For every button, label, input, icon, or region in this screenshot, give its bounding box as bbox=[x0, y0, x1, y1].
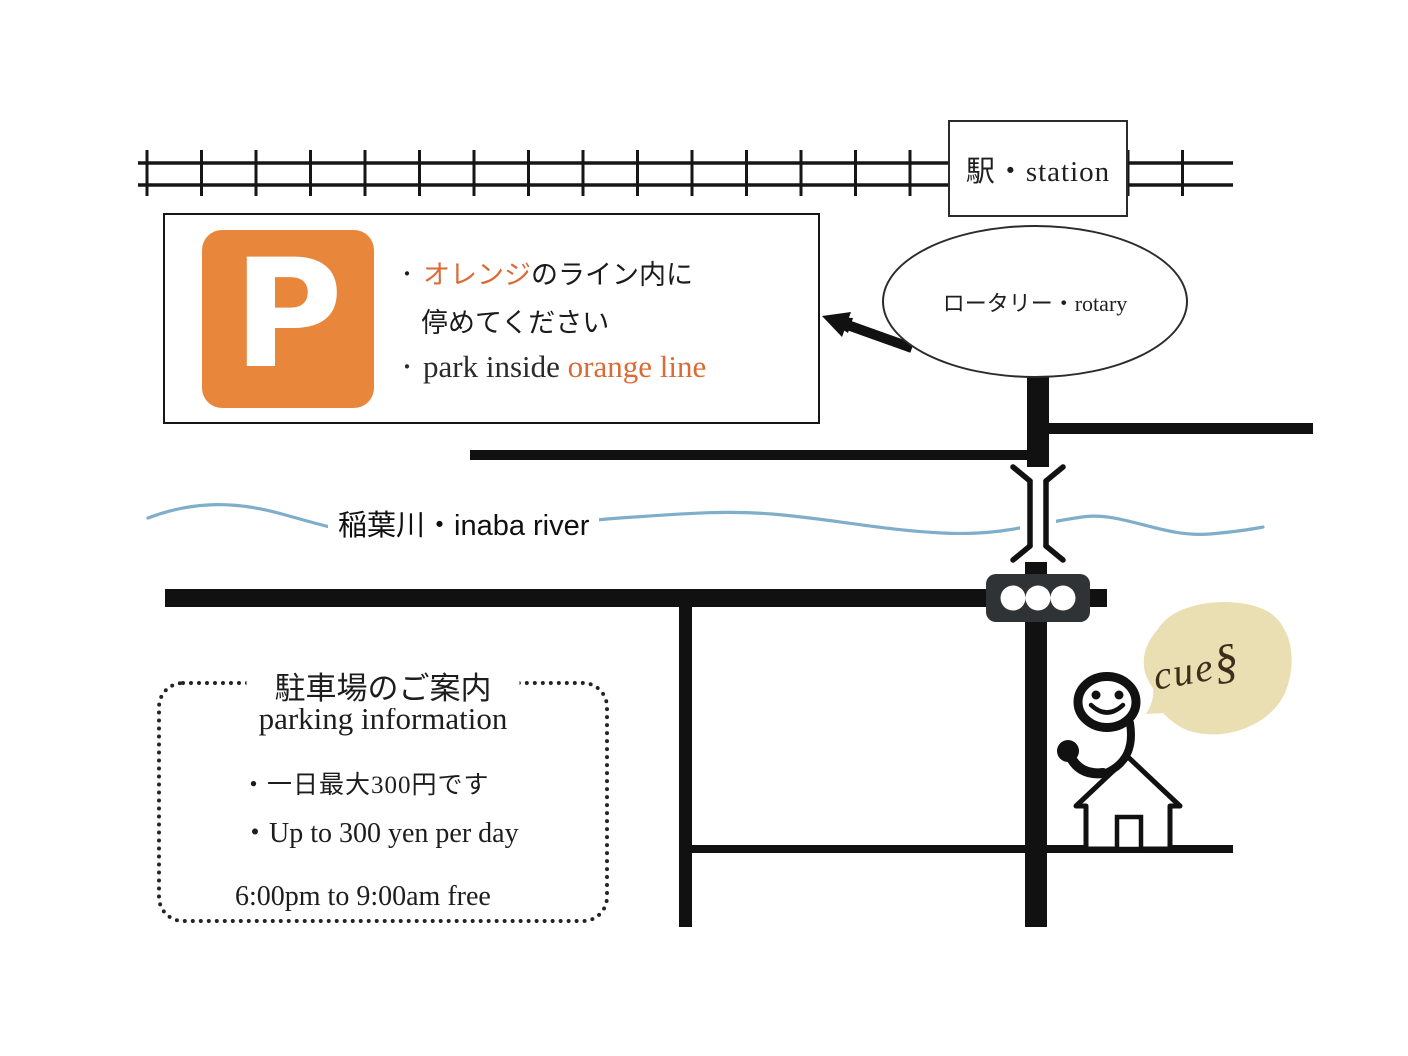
parking-sign-box: P ・オレンジのライン内に 停めてください ・park inside orang… bbox=[163, 213, 820, 424]
road-right bbox=[1048, 423, 1313, 434]
info-item-en: ・Up to 300 yen per day bbox=[241, 818, 519, 849]
road-rotary-stem bbox=[1027, 374, 1049, 467]
road-left bbox=[470, 450, 1037, 460]
rotary-ellipse: ロータリー・rotary bbox=[882, 225, 1188, 378]
river-label: 稲葉川・inaba river bbox=[328, 501, 600, 545]
bubble-label: cue bbox=[1149, 643, 1218, 699]
road-main bbox=[165, 589, 1107, 607]
parking-info-box: 駐車場のご案内 parking information ・一日最大300円です … bbox=[157, 663, 609, 923]
speech-bubble bbox=[1143, 602, 1292, 735]
river-line bbox=[146, 503, 1265, 543]
info-title-jp: 駐車場のご案内 bbox=[246, 663, 520, 708]
sign-line-3: ・ park inside orange line bbox=[397, 349, 706, 385]
bridge-icon bbox=[1010, 464, 1066, 563]
mascot-eye-left bbox=[1091, 690, 1101, 700]
mascot-smile bbox=[1088, 702, 1126, 715]
sign-line3-black: park inside bbox=[423, 349, 568, 384]
arrow-icon bbox=[822, 312, 914, 353]
info-note: 6:00pm to 9:00am free bbox=[235, 881, 491, 912]
road-vertical-thin bbox=[679, 607, 692, 927]
sign-line-2: 停めてください bbox=[421, 308, 610, 338]
road-vertical-main bbox=[1025, 561, 1047, 927]
parking-p-icon: P bbox=[202, 230, 374, 408]
bullet-icon: ・ bbox=[397, 357, 417, 379]
roads bbox=[165, 374, 1313, 927]
traffic-light-icon bbox=[986, 574, 1090, 622]
station-label: 駅・station bbox=[965, 155, 1111, 188]
mascot-head bbox=[1073, 672, 1141, 732]
bullet-icon: ・ bbox=[397, 264, 417, 286]
road-bottom bbox=[679, 845, 1233, 853]
parking-p-letter: P bbox=[233, 228, 343, 402]
rotary-label: ロータリー・rotary bbox=[942, 290, 1128, 316]
station-box: 駅・station bbox=[948, 120, 1128, 217]
info-item-jp: ・一日最大300円です bbox=[241, 772, 490, 799]
mascot-eye-right bbox=[1114, 690, 1124, 700]
sign-line1-orange: オレンジ bbox=[423, 260, 531, 290]
sign-line3-orange: orange line bbox=[567, 349, 707, 384]
mascot-character bbox=[1057, 672, 1141, 779]
sign-line1-rest: のライン内に bbox=[531, 260, 693, 290]
sign-line-1: ・オレンジのライン内に bbox=[397, 253, 693, 292]
house-icon bbox=[1073, 754, 1183, 852]
mascot-tail bbox=[1102, 719, 1135, 777]
mascot-arm bbox=[1063, 746, 1108, 779]
